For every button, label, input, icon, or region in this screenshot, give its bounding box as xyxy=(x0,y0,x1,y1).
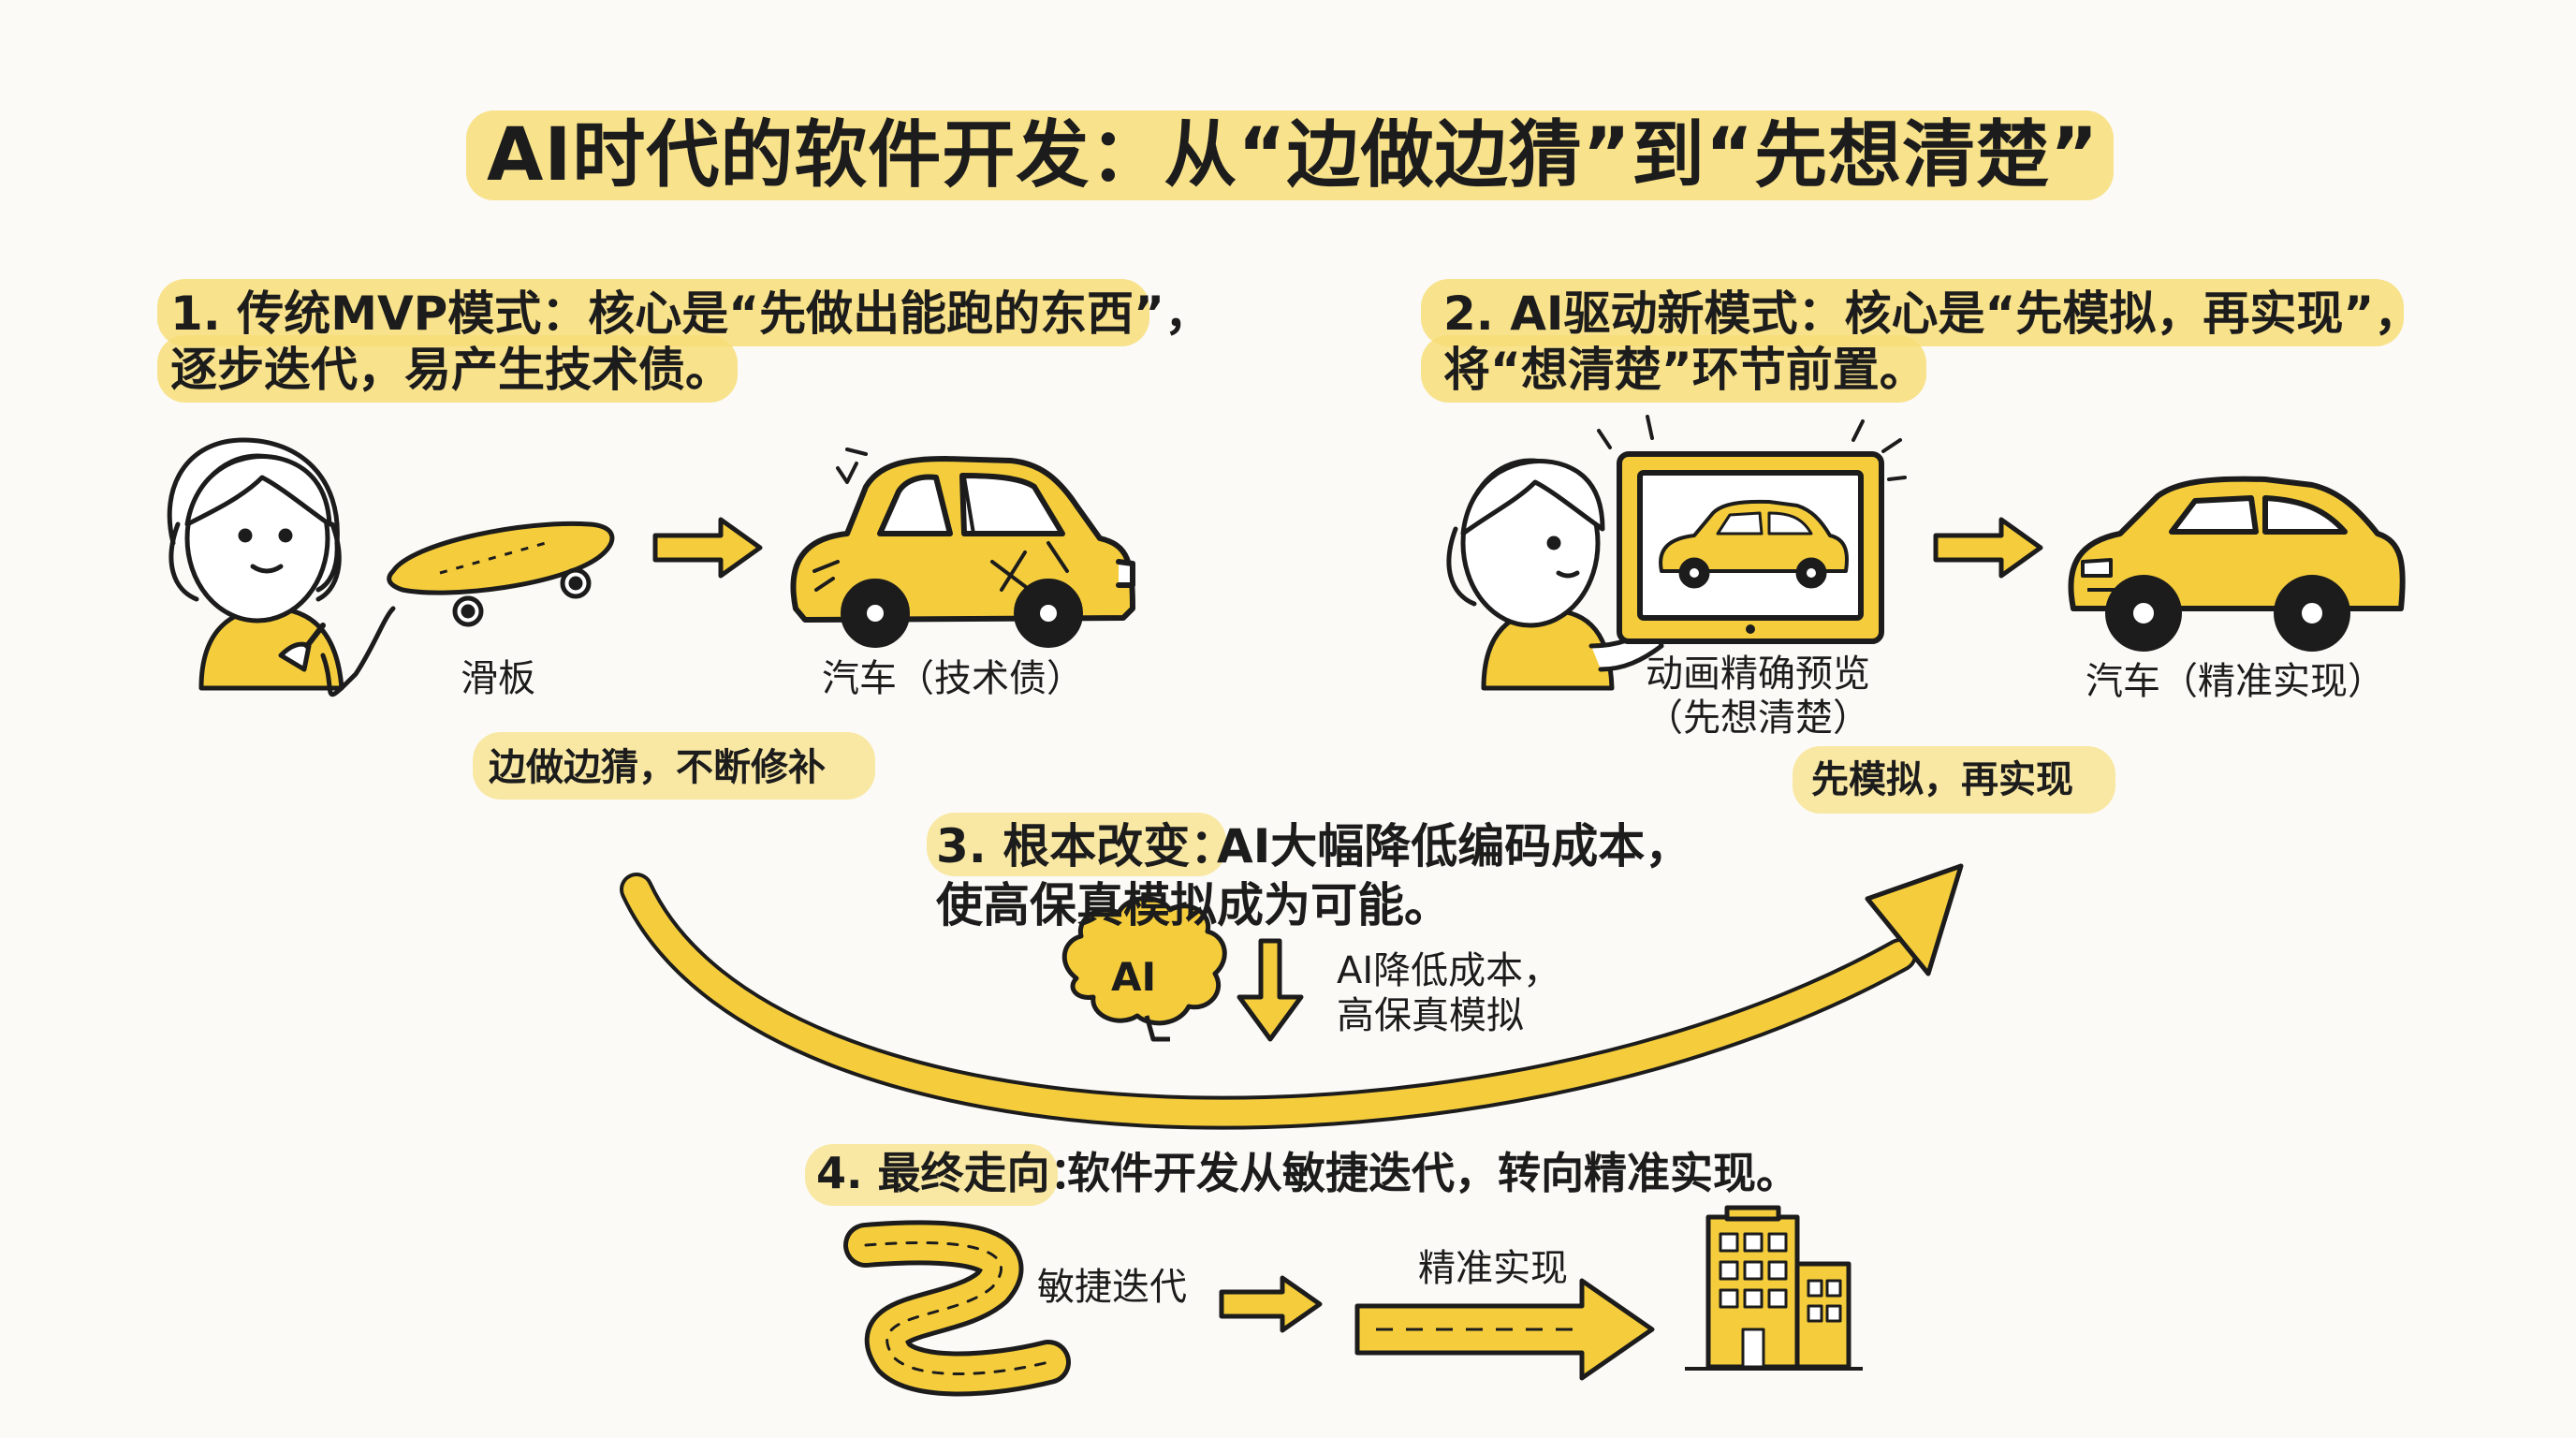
straight-road-arrow-icon xyxy=(1354,1278,1655,1381)
winding-road-icon xyxy=(843,1220,1071,1397)
tag-guess-while-building: 边做边猜，不断修补 xyxy=(489,746,826,789)
tag-simulate-first: 先模拟，再实现 xyxy=(1811,758,2073,801)
preview-label-line1: 动画精确预览 xyxy=(1646,653,1870,696)
section2-line1: 2. AI驱动新模式：核心是“先模拟，再实现”， xyxy=(1443,286,2422,341)
precise-label: 精准实现 xyxy=(1418,1247,1568,1290)
ai-brain-icon xyxy=(1061,896,1227,1042)
big-curved-arrow-icon xyxy=(620,863,1964,1130)
section1-line2: 逐步迭代，易产生技术债。 xyxy=(170,343,732,397)
section3-side-line1: AI降低成本， xyxy=(1337,949,1561,992)
skateboard-label: 滑板 xyxy=(461,657,535,700)
arrow-right-icon xyxy=(652,517,763,579)
section2-line2: 将“想清楚”环节前置。 xyxy=(1443,343,1926,397)
precise-car-label: 汽车（精准实现） xyxy=(2086,660,2385,703)
agile-label: 敏捷迭代 xyxy=(1037,1266,1187,1309)
arrow-right-icon-2 xyxy=(1933,517,2043,579)
section1-highlight-2 xyxy=(157,335,738,403)
section3-line1: AI大幅降低编码成本， xyxy=(1217,819,1692,873)
section3-prefix-highlight xyxy=(927,813,1226,876)
page-title: AI时代的软件开发：从“边做边猜”到“先想清楚” xyxy=(487,113,2100,198)
dented-car-icon xyxy=(790,448,1135,648)
girl-pointing-icon xyxy=(1446,458,1678,691)
tag1-highlight xyxy=(473,732,875,800)
arrow-down-icon xyxy=(1237,938,1304,1042)
section4-prefix: 4. 最终走向： xyxy=(816,1148,1093,1198)
section4-prefix-highlight xyxy=(805,1144,1058,1206)
section3-line2: 使高保真模拟成为可能。 xyxy=(936,878,1451,932)
preview-label-line2: （先想清楚） xyxy=(1646,697,1870,740)
title-highlight xyxy=(466,110,2114,200)
section3-side-line2: 高保真模拟 xyxy=(1337,994,1524,1037)
building-icon xyxy=(1685,1205,1863,1371)
monitor-preview-icon xyxy=(1597,415,1907,644)
section1-line1: 1. 传统MVP模式：核心是“先做出能跑的东西”， xyxy=(170,286,1212,341)
skateboard-icon xyxy=(387,521,615,627)
perfect-car-icon xyxy=(2068,476,2406,652)
brain-ai-text: AI xyxy=(1111,954,1157,1000)
arrow-right-icon-3 xyxy=(1219,1275,1323,1333)
section3-prefix: 3. 根本改变： xyxy=(936,819,1237,873)
section2-highlight-2 xyxy=(1421,335,1926,403)
section4-text: 软件开发从敏捷迭代，转向精准实现。 xyxy=(1067,1148,1799,1198)
girl-drawing-icon xyxy=(167,437,396,697)
tech-debt-car-label: 汽车（技术债） xyxy=(822,657,1084,700)
tag2-highlight xyxy=(1793,746,2115,814)
